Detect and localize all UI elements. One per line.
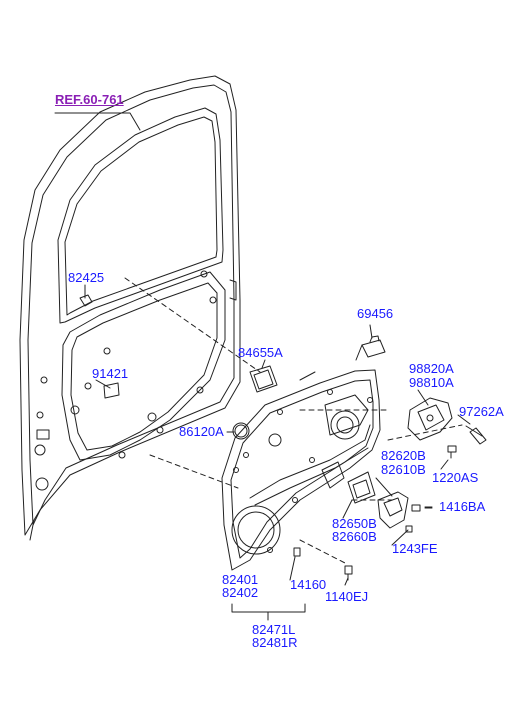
callout-82425: 82425 <box>68 270 105 285</box>
bracket-69456 <box>355 335 386 361</box>
door-frame <box>19 75 241 541</box>
callout-69456: 69456 <box>357 306 394 321</box>
callout-84655A: 84655A <box>238 345 283 360</box>
callout-82401: 82401 <box>222 572 259 587</box>
ref-callout: REF.60-761 <box>55 92 124 107</box>
callout-82481R: 82481R <box>252 635 298 650</box>
callout-98820A: 98820A <box>409 361 454 376</box>
callout-98810A: 98810A <box>409 375 454 390</box>
callout-1220AS: 1220AS <box>432 470 479 485</box>
switch-bezel <box>347 471 376 504</box>
screws <box>293 425 487 581</box>
callout-1416BA: 1416BA <box>439 499 486 514</box>
callout-82620B: 82620B <box>381 448 426 463</box>
callout-82402: 82402 <box>222 585 259 600</box>
callout-97262A: 97262A <box>459 404 504 419</box>
callout-82650B: 82650B <box>332 516 377 531</box>
leader-lines <box>54 112 471 621</box>
callout-14160: 14160 <box>290 577 327 592</box>
callout-82660B: 82660B <box>332 529 377 544</box>
callout-82471L: 82471L <box>252 622 296 637</box>
callout-1243FE: 1243FE <box>392 541 438 556</box>
cover-84655A <box>249 365 278 393</box>
assembly-lines <box>124 277 463 564</box>
callout-91421: 91421 <box>92 366 129 381</box>
callout-82610B: 82610B <box>381 462 426 477</box>
callout-1140EJ: 1140EJ <box>325 589 369 604</box>
grommet-86120A <box>232 422 250 440</box>
callout-86120A: 86120A <box>179 424 224 439</box>
latch-assembly <box>407 397 453 441</box>
trim-panel <box>221 369 381 571</box>
inner-handle <box>377 491 409 529</box>
